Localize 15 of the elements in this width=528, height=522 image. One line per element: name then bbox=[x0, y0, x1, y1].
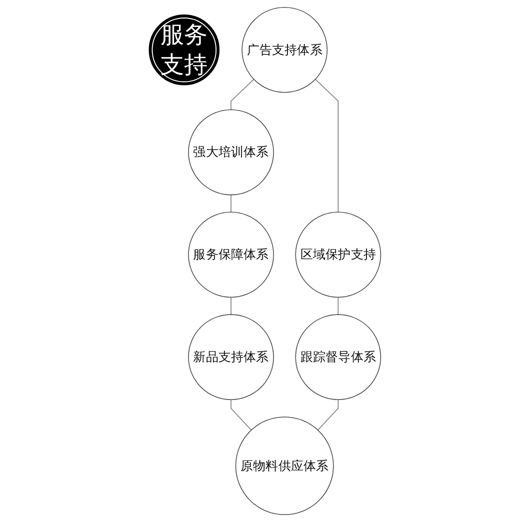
connector bbox=[316, 399, 338, 431]
connector bbox=[230, 78, 254, 110]
node-circle: 新品支持体系 bbox=[188, 314, 274, 400]
connector bbox=[337, 296, 338, 316]
node-circle: 强大培训体系 bbox=[188, 109, 274, 196]
node-circle: 服务支持 bbox=[147, 14, 220, 86]
node-circle: 服务保障体系 bbox=[188, 212, 274, 298]
connector bbox=[314, 78, 338, 213]
connector bbox=[230, 194, 231, 213]
connector bbox=[230, 399, 252, 431]
node-circle: 区域保护支持 bbox=[294, 212, 381, 298]
node-circle: 跟踪督导体系 bbox=[294, 314, 381, 400]
connector bbox=[230, 296, 231, 316]
node-circle: 广告支持体系 bbox=[241, 6, 328, 93]
node-circle: 原物料供应体系 bbox=[234, 416, 334, 516]
